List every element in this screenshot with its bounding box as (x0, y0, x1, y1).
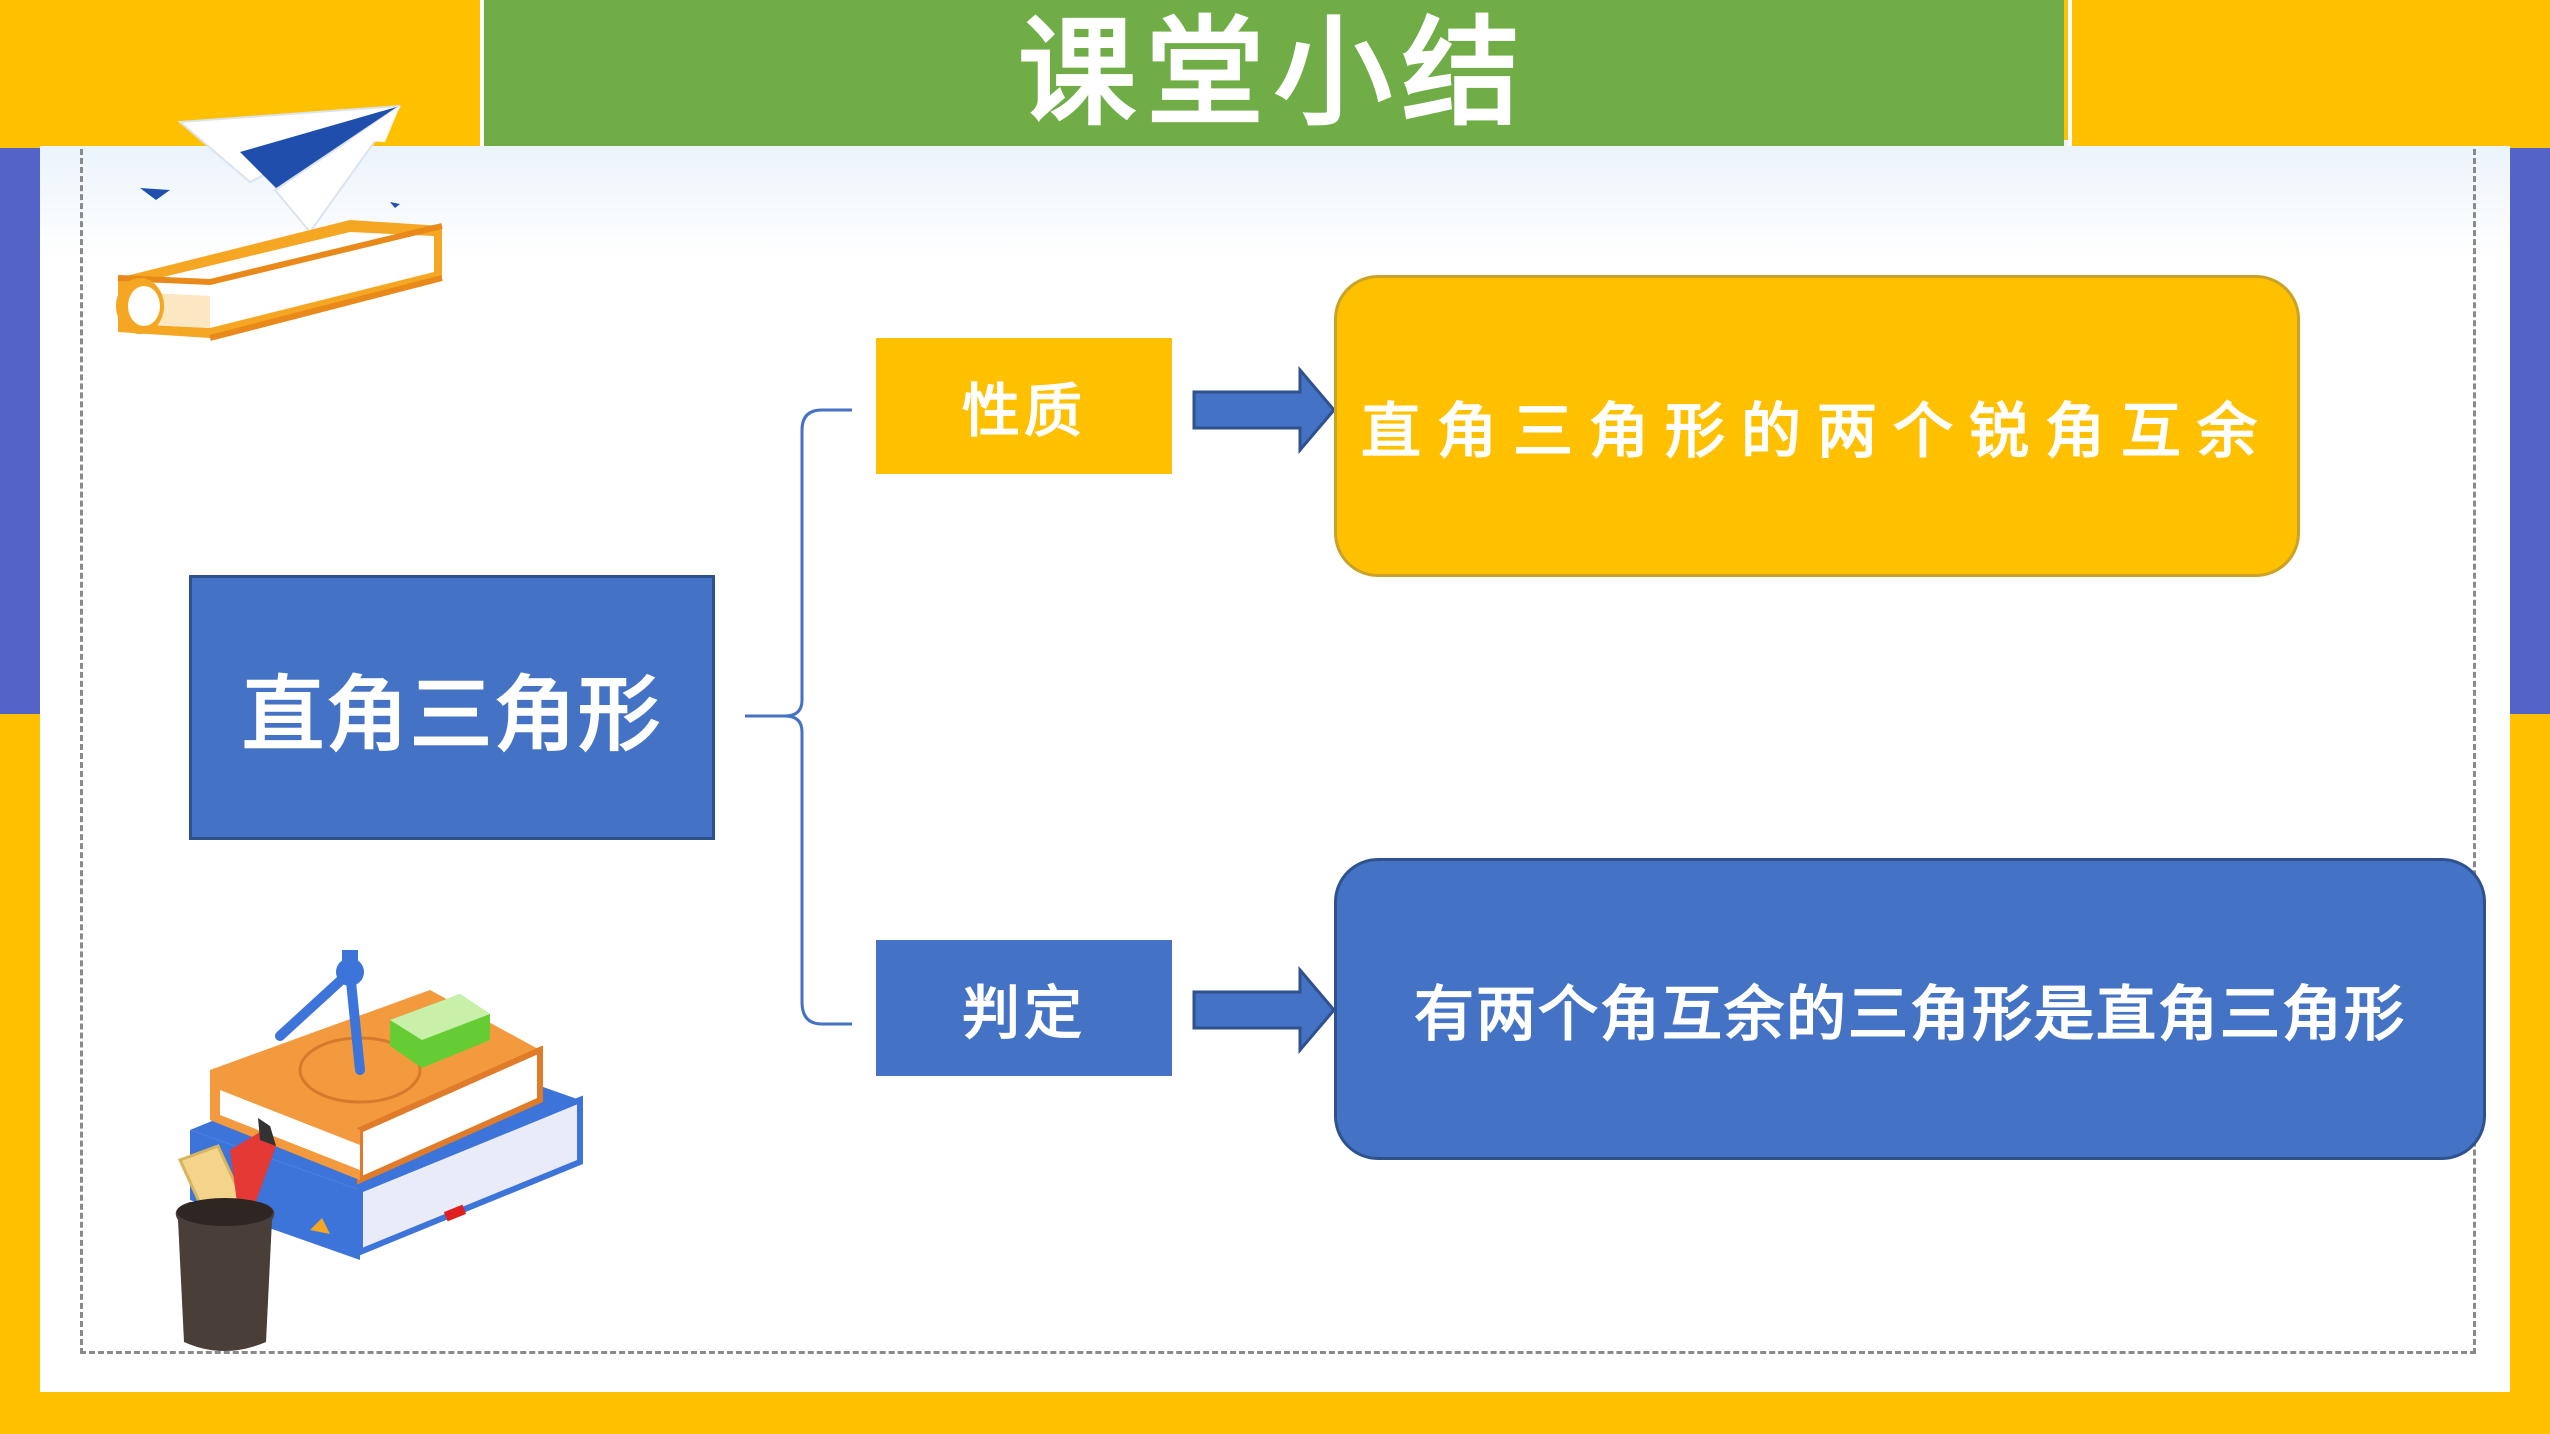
right-side-bar (2510, 148, 2550, 714)
dashed-frame (80, 140, 2476, 1354)
arrow-to-judgement (1192, 965, 1336, 1055)
property-result-box: 直角三角形的两个锐角互余 (1334, 275, 2300, 577)
compass-icon (275, 950, 365, 1075)
property-result-text: 直角三角形的两个锐角互余 (1361, 396, 2273, 467)
property-box: 性质 (876, 338, 1172, 474)
main-concept-box: 直角三角形 (189, 575, 715, 840)
title-banner: 课堂小结 (484, 0, 2064, 146)
judgement-label: 判定 (961, 979, 1086, 1047)
pencil-cup-icon (175, 1118, 276, 1351)
judgement-result-box: 有两个角互余的三角形是直角三角形 (1334, 858, 2486, 1160)
sky-background (40, 140, 2510, 260)
left-side-bar (0, 148, 40, 714)
book-icon (116, 220, 443, 341)
main-concept-label: 直角三角形 (241, 668, 662, 763)
property-label: 性质 (961, 377, 1086, 445)
paper-plane-book-decoration (116, 105, 443, 341)
page-title: 课堂小结 (1017, 4, 1530, 142)
book-stack-icon (190, 990, 583, 1260)
stationery-decoration (175, 950, 583, 1351)
judgement-result-text: 有两个角互余的三角形是直角三角形 (1414, 979, 2406, 1050)
header-right-block (2068, 0, 2550, 146)
arrow-to-property (1192, 365, 1336, 455)
paper-plane-icon (140, 105, 401, 234)
judgement-box: 判定 (876, 940, 1172, 1076)
brace-connector (745, 408, 852, 1026)
